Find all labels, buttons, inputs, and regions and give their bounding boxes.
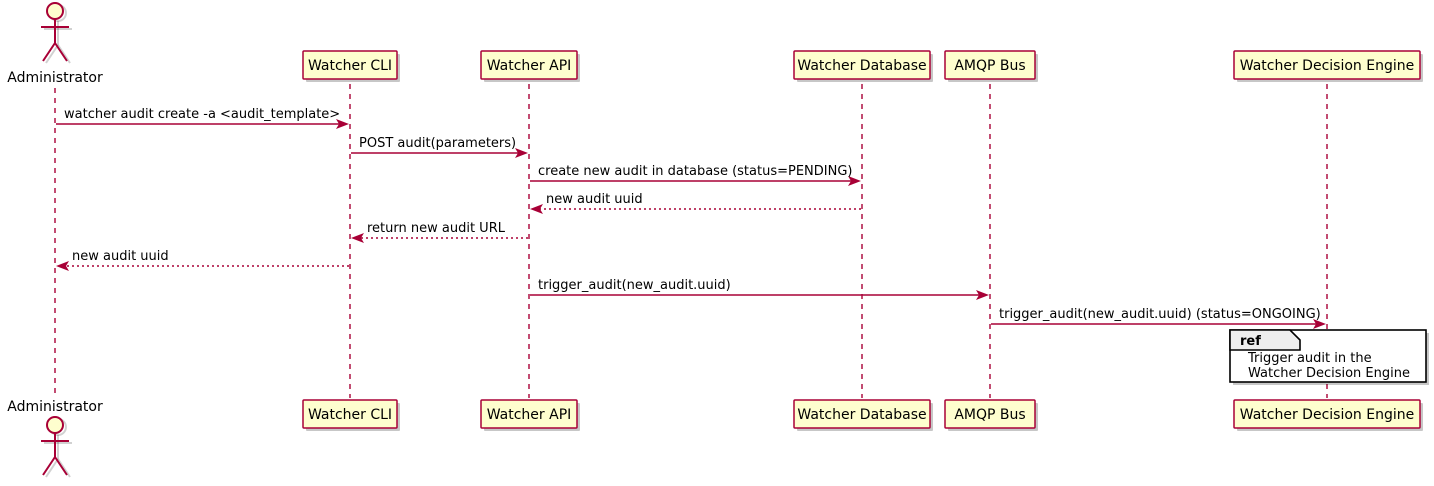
message-3[interactable]: create new audit in database (status=PEN… bbox=[530, 164, 861, 186]
participant-box-watcher-decision-engine-bottom[interactable]: Watcher Decision Engine bbox=[1233, 399, 1423, 431]
participant-box-watcher-api-bottom[interactable]: Watcher API bbox=[480, 399, 580, 431]
participant-label-watcher-decision-engine-top: Watcher Decision Engine bbox=[1240, 58, 1414, 74]
actor-icon-bottom bbox=[41, 416, 69, 476]
participant-box-watcher-decision-engine-top[interactable]: Watcher Decision Engine bbox=[1233, 50, 1423, 82]
message-6[interactable]: new audit uuid bbox=[56, 249, 349, 271]
participant-label-watcher-database-bottom: Watcher Database bbox=[797, 407, 926, 423]
message-1[interactable]: watcher audit create -a <audit_template> bbox=[56, 107, 349, 129]
message-label-2: POST audit(parameters) bbox=[359, 136, 516, 151]
message-label-3: create new audit in database (status=PEN… bbox=[538, 164, 853, 179]
actor-administrator-top[interactable]: Administrator bbox=[7, 2, 103, 86]
participant-label-amqp-bus-top: AMQP Bus bbox=[954, 58, 1025, 74]
participant-label-watcher-api-bottom: Watcher API bbox=[487, 407, 572, 423]
message-label-6: new audit uuid bbox=[72, 249, 169, 264]
participant-box-watcher-api-top[interactable]: Watcher API bbox=[480, 50, 580, 82]
message-2[interactable]: POST audit(parameters) bbox=[351, 136, 528, 158]
participant-label-amqp-bus-bottom: AMQP Bus bbox=[954, 407, 1025, 423]
ref-tab-label: ref bbox=[1240, 334, 1261, 349]
message-7[interactable]: trigger_audit(new_audit.uuid) bbox=[530, 278, 989, 300]
actor-label-administrator-bottom: Administrator bbox=[7, 399, 103, 415]
message-label-7: trigger_audit(new_audit.uuid) bbox=[538, 278, 731, 293]
lifelines bbox=[54, 84, 1328, 398]
message-label-8: trigger_audit(new_audit.uuid) (status=ON… bbox=[999, 307, 1321, 322]
ref-fragment[interactable]: ref Trigger audit in the Watcher Decisio… bbox=[1229, 329, 1429, 385]
message-label-1: watcher audit create -a <audit_template> bbox=[64, 107, 340, 122]
message-4[interactable]: new audit uuid bbox=[530, 192, 861, 214]
participant-label-watcher-api-top: Watcher API bbox=[487, 58, 572, 74]
participant-box-watcher-database-top[interactable]: Watcher Database bbox=[793, 50, 933, 82]
participant-label-watcher-cli-top: Watcher CLI bbox=[308, 58, 392, 74]
ref-body-line-1: Trigger audit in the bbox=[1247, 351, 1372, 366]
actor-administrator-bottom[interactable]: Administrator bbox=[7, 399, 103, 478]
participant-label-watcher-database-top: Watcher Database bbox=[797, 58, 926, 74]
participant-box-amqp-bus-top[interactable]: AMQP Bus bbox=[944, 50, 1038, 82]
actor-icon-top bbox=[41, 2, 69, 62]
message-5[interactable]: return new audit URL bbox=[351, 221, 528, 243]
participant-box-watcher-cli-top[interactable]: Watcher CLI bbox=[302, 50, 400, 82]
ref-body-line-2: Watcher Decision Engine bbox=[1248, 366, 1410, 381]
message-label-4: new audit uuid bbox=[546, 192, 643, 207]
message-label-5: return new audit URL bbox=[367, 221, 506, 236]
participant-label-watcher-cli-bottom: Watcher CLI bbox=[308, 407, 392, 423]
participant-box-amqp-bus-bottom[interactable]: AMQP Bus bbox=[944, 399, 1038, 431]
participant-box-watcher-cli-bottom[interactable]: Watcher CLI bbox=[302, 399, 400, 431]
actor-label-administrator-top: Administrator bbox=[7, 70, 103, 86]
participant-label-watcher-decision-engine-bottom: Watcher Decision Engine bbox=[1240, 407, 1414, 423]
participant-box-watcher-database-bottom[interactable]: Watcher Database bbox=[793, 399, 933, 431]
message-8[interactable]: trigger_audit(new_audit.uuid) (status=ON… bbox=[991, 307, 1326, 329]
